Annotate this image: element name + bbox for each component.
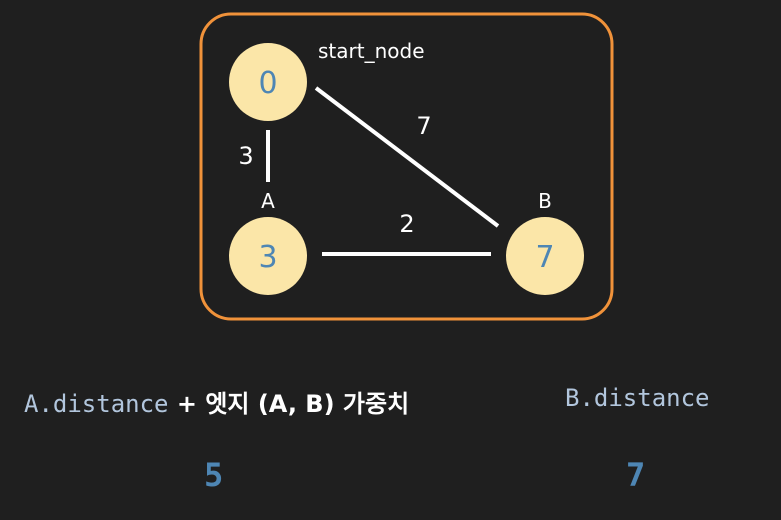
edge-weight-text: + 엣지 (A, B) 가중치 <box>168 390 410 418</box>
edge-start-b <box>314 86 500 228</box>
start-node-label: start_node <box>318 39 425 63</box>
graph-frame <box>199 12 614 321</box>
node-a-label: A <box>261 189 275 213</box>
node-a <box>229 217 307 295</box>
node-start <box>229 43 307 121</box>
node-start-value: 0 <box>258 66 277 101</box>
node-b-value: 7 <box>535 240 554 275</box>
right-value: 7 <box>626 456 646 494</box>
edge-weight-start-b: 7 <box>416 112 431 140</box>
a-distance-code: A.distance <box>24 390 169 418</box>
left-value: 5 <box>204 456 224 494</box>
expression-left: A.distance + 엣지 (A, B) 가중치 <box>24 384 409 419</box>
edge-weight-a-b: 2 <box>399 210 414 238</box>
node-b-label: B <box>538 189 552 213</box>
edge-weight-start-a: 3 <box>238 142 253 170</box>
node-b <box>506 217 584 295</box>
expression-right: B.distance <box>565 384 710 412</box>
node-a-value: 3 <box>258 240 277 275</box>
graph-diagram: 7 3 2 0 start_node 3 A 7 B <box>199 12 614 321</box>
